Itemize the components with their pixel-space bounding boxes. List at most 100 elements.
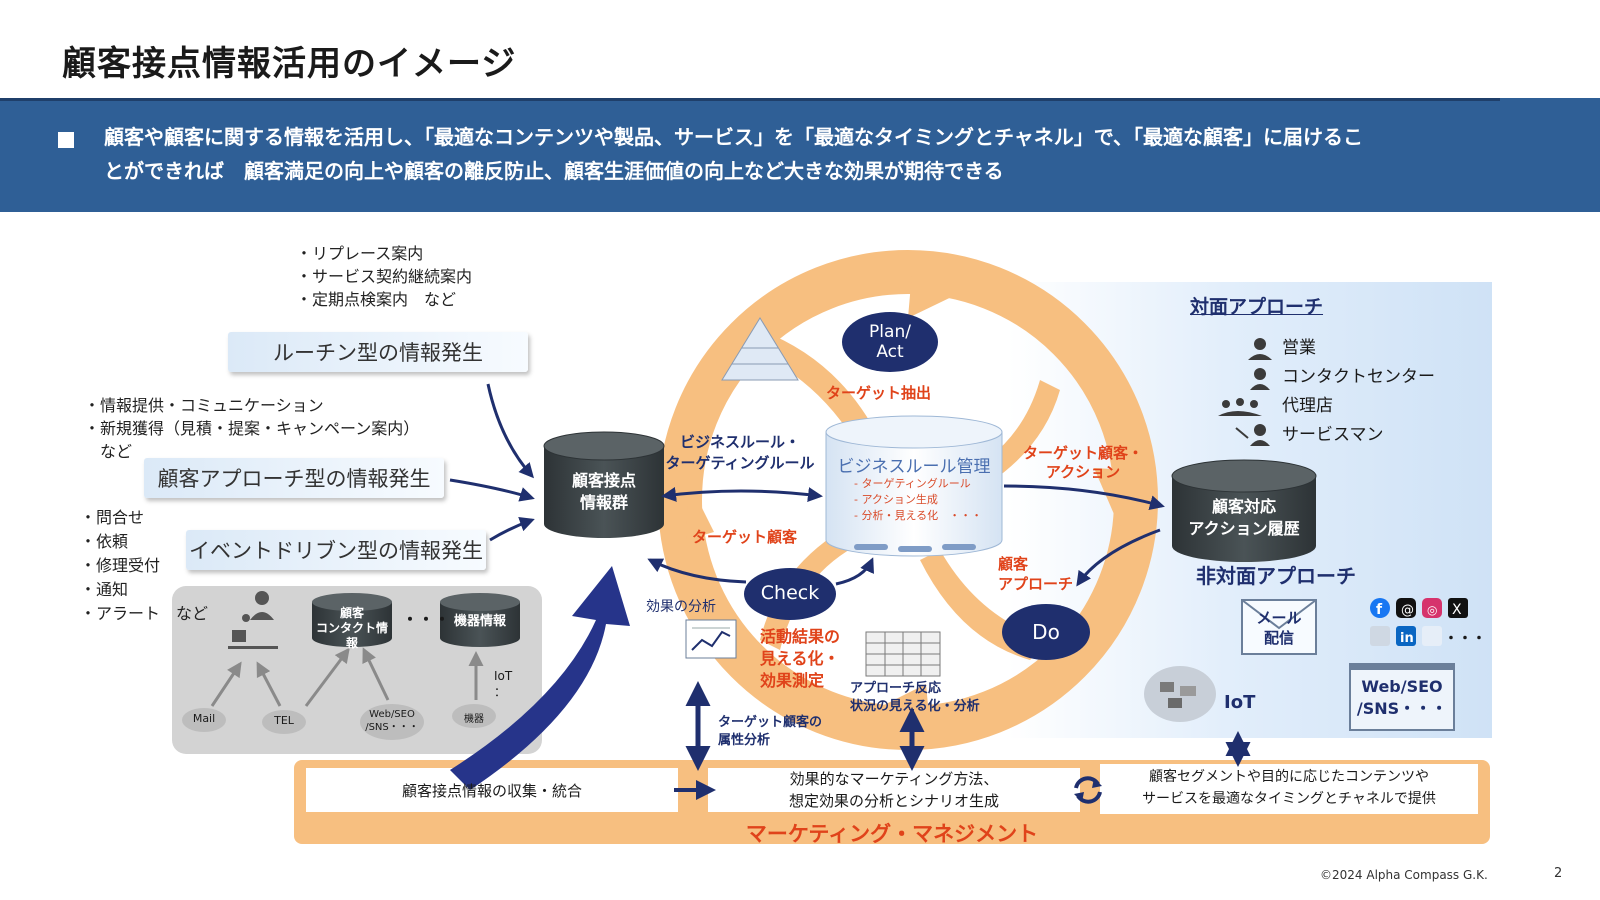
do-ellipse	[1002, 604, 1090, 660]
banner-line-1: 顧客や顧客に関する情報を活用し、「最適なコンテンツや製品、サービス」を「最適なタ…	[104, 125, 1363, 149]
operator-icon	[228, 591, 278, 649]
sns-icons	[1370, 598, 1468, 646]
customer-db-label: 顧客接点 情報群	[571, 471, 636, 512]
web-window-icon	[1349, 663, 1455, 731]
mail-envelope-icon	[1241, 599, 1317, 655]
face-item-contact-center: コンタクトセンター	[1282, 367, 1435, 387]
service-man-icon	[1235, 424, 1270, 446]
instagram-icon	[1422, 598, 1442, 618]
target-attr-label: ターゲット顧客の 属性分析	[718, 715, 823, 748]
banner-text: 顧客や顧客に関する情報を活用し、「最適なコンテンツや製品、サービス」を「最適なタ…	[104, 120, 1524, 188]
bottom-box-3: 顧客セグメントや目的に応じたコンテンツや サービスを最適なタイミングとチャネルで…	[1142, 769, 1436, 807]
arrow-web-to-contact	[304, 647, 350, 707]
reaction-table-icon	[865, 631, 941, 677]
sources-ellipsis: ・・・	[402, 610, 451, 629]
iot-source-label: IoT ：	[494, 669, 513, 699]
banner-top-line	[0, 98, 1500, 101]
analysis-chart-icon	[685, 619, 737, 659]
event-examples: ・問合せ ・依頼 ・修理受付 ・通知 ・アラート など	[80, 506, 230, 626]
plan-act-label: Plan/ Act	[869, 322, 911, 362]
bottom-box-3-bg	[1100, 764, 1478, 814]
target-action-label: ターゲット顧客・ アクション	[1022, 444, 1143, 481]
device-disc	[452, 704, 496, 728]
agency-icon	[1218, 398, 1262, 416]
contact-info-cylinder	[312, 593, 392, 647]
pyramid-icon	[721, 317, 799, 381]
bullet-square-icon	[58, 132, 74, 148]
mail-disc	[182, 708, 226, 732]
activity-result-label: 活動結果の 見える化・ 効果測定	[760, 627, 841, 690]
effect-analysis-label: 効果の分析	[646, 599, 716, 615]
approach-reaction-label: アプローチ反応 状況の見える化・分析	[850, 681, 980, 714]
business-rule-items: - ターゲティングルール - アクション生成 - 分析・見える化 ・・・	[854, 476, 982, 524]
approach-examples: ・情報提供・コミュニケーション ・新規獲得（見積・提案・キャンペーン案内） など	[84, 394, 464, 463]
contact-center-icon	[1250, 368, 1270, 390]
device-info-label: 機器情報	[453, 614, 506, 629]
event-example-4: ・通知	[80, 580, 129, 599]
svg-text:f: f	[1376, 602, 1383, 618]
routine-example-3: ・定期点検案内 など	[296, 290, 457, 309]
arrow-approach	[449, 478, 535, 502]
page-title: 顧客接点情報活用のイメージ	[62, 44, 517, 84]
arrow-mail-to-person	[210, 661, 242, 707]
arrow-routine	[486, 383, 534, 479]
event-info-bar: イベントドリブン型の情報発生	[186, 530, 486, 570]
approach-example-2: ・新規獲得（見積・提案・キャンペーン案内）	[84, 419, 420, 438]
nonface-approach-title: 非対面アプローチ	[1196, 564, 1356, 588]
arrow-check-to-rule	[835, 557, 874, 586]
arrow-event	[489, 517, 535, 542]
approach-example-1: ・情報提供・コミュニケーション	[84, 396, 324, 415]
sales-person-icon	[1248, 338, 1272, 360]
face-item-agency: 代理店	[1282, 396, 1333, 416]
check-label: Check	[760, 582, 820, 604]
check-ellipse	[744, 568, 836, 620]
business-rule-arrow-label: ビジネスルール・ ターゲティングルール	[665, 433, 815, 472]
svg-text:@: @	[1401, 603, 1414, 618]
tel-label: TEL	[274, 714, 294, 727]
bottom-box-2: 効果的なマーケティング方法、 想定効果の分析とシナリオ生成	[788, 770, 999, 810]
br-item-3: - 分析・見える化 ・・・	[854, 509, 983, 522]
svg-text:in: in	[1400, 631, 1414, 646]
history-db-cylinder	[1171, 459, 1317, 562]
x-icon	[1448, 598, 1468, 618]
copyright: ©2024 Alpha Compass G.K.	[1320, 868, 1488, 882]
face-item-service-man: サービスマン	[1282, 425, 1384, 445]
history-db-label: 顧客対応 アクション履歴	[1188, 497, 1300, 538]
bottom-box-2-bg	[708, 768, 1080, 812]
face-approach-list: 営業 コンタクトセンター 代理店 サービスマン	[1282, 334, 1435, 450]
page-number: 2	[1554, 866, 1563, 881]
link-icon	[1422, 626, 1442, 646]
refresh-icon	[1074, 776, 1102, 804]
customer-approach-label: 顧客 アプローチ	[998, 555, 1074, 593]
sns-more-label: ・・・	[1444, 631, 1486, 647]
contact-info-label: 顧客 コンタクト情報	[315, 606, 388, 650]
routine-example-1: ・リプレース案内	[296, 244, 424, 263]
iot-label: IoT	[1224, 692, 1256, 713]
device-info-cylinder	[440, 593, 520, 647]
face-item-sales: 営業	[1282, 338, 1316, 358]
device-label: 機器	[464, 714, 484, 725]
plan-act-ellipse	[842, 312, 938, 372]
event-example-2: ・依頼	[80, 532, 129, 551]
arrow-history-to-do	[1076, 528, 1161, 587]
mail-label: Mail	[192, 712, 216, 725]
marketing-management-label: マーケティング・マネジメント	[745, 822, 1039, 846]
upload-icon	[1370, 626, 1390, 646]
face-approach-title: 対面アプローチ	[1190, 296, 1324, 318]
approach-example-3: など	[84, 442, 133, 461]
routine-examples: ・リプレース案内 ・サービス契約継続案内 ・定期点検案内 など	[296, 242, 556, 311]
routine-example-2: ・サービス契約継続案内	[296, 267, 473, 286]
arrow-rule-to-db	[661, 487, 823, 502]
br-item-2: - アクション生成	[854, 493, 938, 506]
arrow-web2-to-contact	[362, 647, 390, 701]
business-rule-cylinder	[825, 415, 1003, 557]
banner-line-2: とができれば 顧客満足の向上や顧客の離反防止、顧客生涯価値の向上など大きな効果が…	[104, 159, 1004, 183]
iot-devices-icon	[1144, 666, 1216, 722]
mail-delivery-label: メール 配信	[1256, 609, 1302, 647]
svg-text:X: X	[1452, 602, 1462, 618]
arrow-check-to-db	[647, 558, 747, 584]
threads-icon	[1396, 598, 1416, 618]
linkedin-icon	[1396, 626, 1416, 646]
facebook-icon	[1370, 598, 1390, 618]
